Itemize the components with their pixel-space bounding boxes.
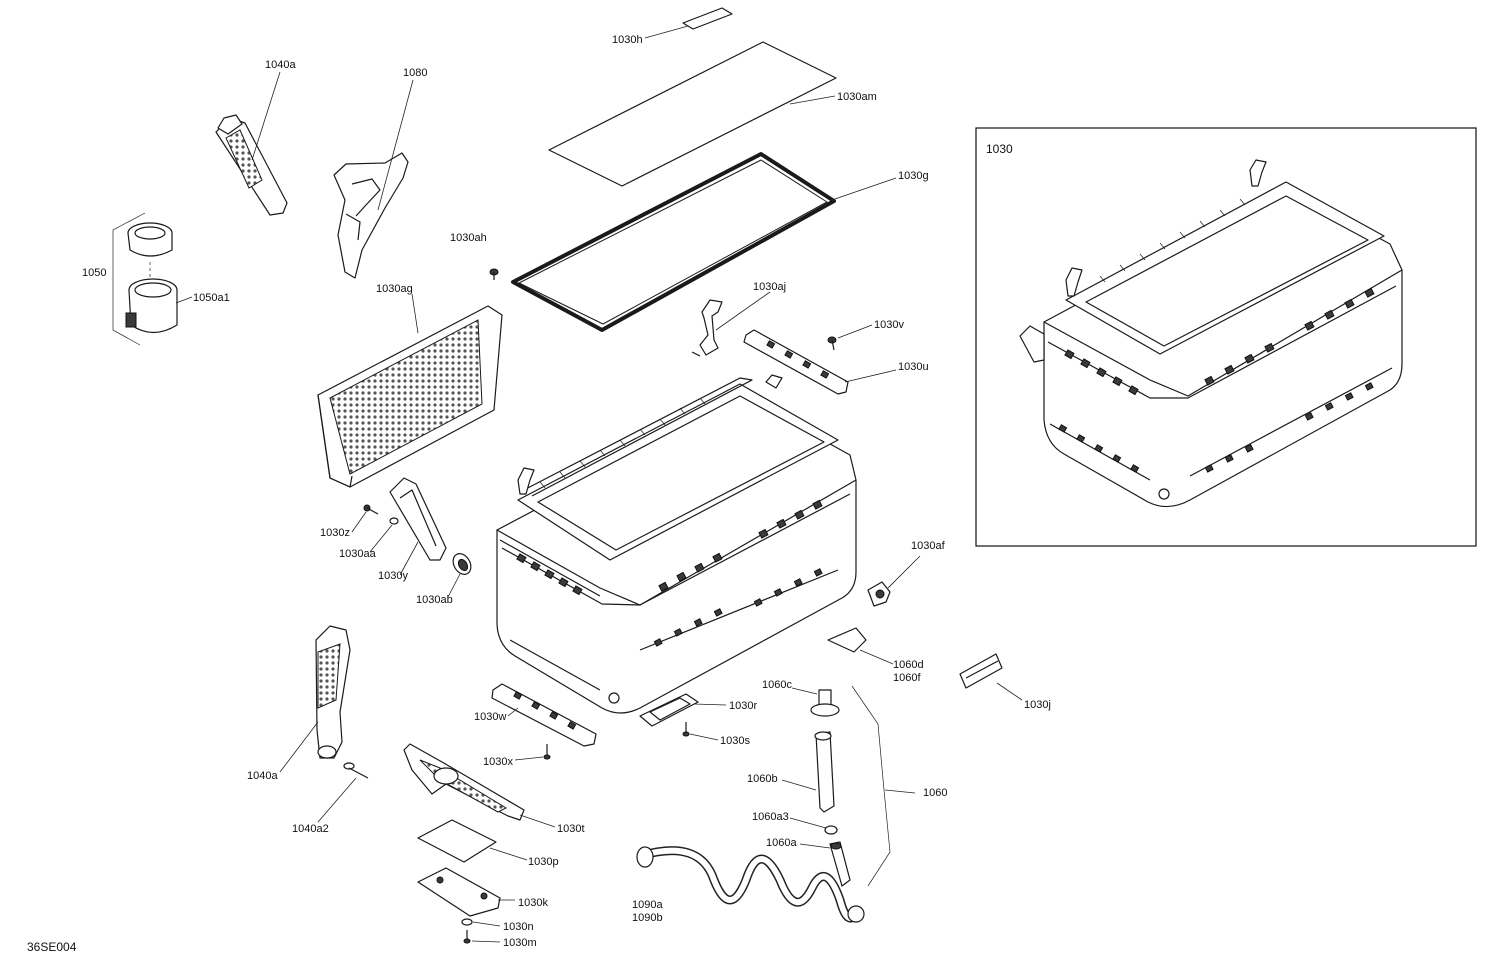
part-1030j-plate <box>959 653 1023 701</box>
part-1030p-pad <box>417 819 528 863</box>
drawing-id: 36SE004 <box>27 940 77 954</box>
label-1030s: 1030s <box>720 735 750 747</box>
part-1090-coiled-hose <box>636 846 865 923</box>
part-1030v-screw <box>827 324 873 351</box>
part-1080-bracket <box>333 79 414 279</box>
part-1060-drain-line <box>851 685 916 887</box>
label-1030p: 1030p <box>528 856 559 868</box>
label-1040a-top: 1040a <box>265 59 296 71</box>
label-1030m: 1030m <box>503 937 537 949</box>
label-1030x: 1030x <box>483 756 513 768</box>
part-1060a-fitting <box>799 841 851 887</box>
part-1040a-top-handle <box>215 71 288 216</box>
part-1030r-bracket <box>639 693 727 727</box>
label-1030ab: 1030ab <box>416 594 453 606</box>
label-1030v: 1030v <box>874 319 904 331</box>
label-1080: 1080 <box>403 67 427 79</box>
part-1060a3-ring <box>789 817 838 835</box>
label-1060: 1060 <box>923 787 947 799</box>
part-1030n-washer <box>461 918 501 927</box>
label-1030y: 1030y <box>378 570 408 582</box>
label-1030j: 1030j <box>1024 699 1051 711</box>
part-1060c-nozzle <box>791 687 840 717</box>
part-1030t-strap <box>403 743 556 828</box>
label-1060d: 1060d <box>893 659 924 671</box>
part-1030aj-latch <box>691 291 771 357</box>
label-1030r: 1030r <box>729 700 757 712</box>
part-1030am-sheet <box>548 41 837 187</box>
label-1030aa: 1030aa <box>339 548 377 560</box>
part-1030g-seal <box>511 152 897 332</box>
label-1060c: 1060c <box>762 679 792 691</box>
label-1050: 1050 <box>82 267 106 279</box>
label-1030ah: 1030ah <box>450 232 487 244</box>
part-1050-ring-assembly <box>112 212 193 346</box>
part-1030s-screw <box>682 722 719 741</box>
label-1030w: 1030w <box>474 711 506 723</box>
part-1060b-tube <box>781 731 835 813</box>
label-1040a-bottom: 1040a <box>247 770 278 782</box>
label-1030ag: 1030ag <box>376 283 413 295</box>
part-main-storage-box <box>496 374 857 714</box>
callout-labels: 1030h 1030am 1040a 1080 1030g 1030ah 105… <box>27 34 1051 954</box>
part-1030x-screw <box>514 744 551 761</box>
label-1060f: 1060f <box>893 672 921 684</box>
label-1030t: 1030t <box>557 823 585 835</box>
label-1060b: 1060b <box>747 773 778 785</box>
label-1030z: 1030z <box>320 527 350 539</box>
label-1060a: 1060a <box>766 837 797 849</box>
inset-1030-assembled-box <box>975 127 1477 547</box>
part-1030aa-washer <box>369 517 399 553</box>
label-1030af: 1030af <box>911 540 946 552</box>
label-1090b: 1090b <box>632 912 663 924</box>
label-1040a2: 1040a2 <box>292 823 329 835</box>
part-1030y-side-latch <box>389 477 447 576</box>
part-1030h-label-plate <box>644 7 733 39</box>
label-1030aj: 1030aj <box>753 281 786 293</box>
part-1030ab-knob <box>447 553 472 598</box>
part-1030m-screw <box>463 930 501 944</box>
label-1030k: 1030k <box>518 897 548 909</box>
part-1030ag-side-panel <box>317 293 503 488</box>
label-1050a1: 1050a1 <box>193 292 230 304</box>
part-1030af-connector <box>867 555 921 607</box>
inset-label-1030: 1030 <box>986 142 1013 156</box>
part-1040a2-pin <box>317 762 369 823</box>
part-1060d-decal <box>827 627 894 665</box>
part-1030ah-screw <box>489 268 499 280</box>
part-1030w-strip <box>491 683 597 747</box>
part-1030k-plate <box>417 867 515 917</box>
label-1030g: 1030g <box>898 170 929 182</box>
label-1090a: 1090a <box>632 899 663 911</box>
part-1030z-screw <box>351 504 379 533</box>
label-1030n: 1030n <box>503 921 534 933</box>
label-1060a3: 1060a3 <box>752 811 789 823</box>
part-1040a-bottom-handle <box>279 625 351 773</box>
label-1030am: 1030am <box>837 91 877 103</box>
label-1030u: 1030u <box>898 361 929 373</box>
label-1030h: 1030h <box>612 34 643 46</box>
part-1030u-hinge-strip <box>743 329 897 395</box>
